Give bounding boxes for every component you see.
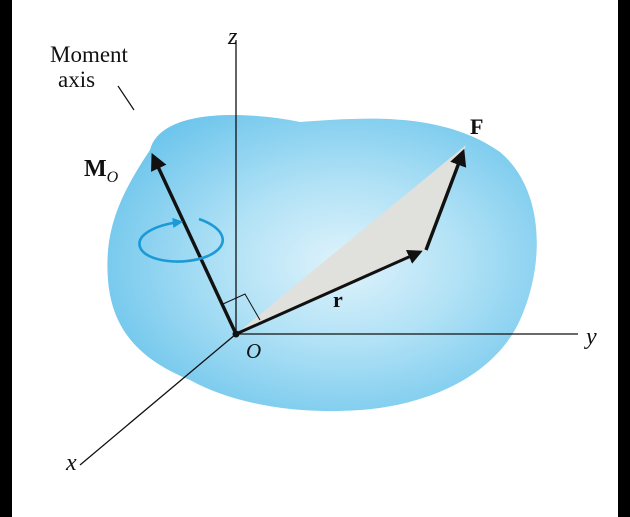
position-vector-r [235,250,423,336]
moment-axis-label-line1: Moment [50,42,129,67]
rotation-arrow-icon [138,217,224,263]
moment-axis-leader [117,85,135,111]
moment-label-subscript: O [107,169,119,186]
z-axis-label: z [227,24,238,50]
origin-label: O [246,339,261,363]
moment-label: MO [84,156,119,186]
moment-vector-mo [151,152,238,335]
moment-label-main: M [84,156,107,182]
moment-axis-label-line2: axis [58,67,95,92]
x-axis-label: x [65,450,77,476]
force-label: F [470,114,483,139]
position-label: r [333,287,343,312]
origin-point [232,330,240,338]
y-axis-label: y [584,324,597,350]
rigid-body-blob [107,115,537,412]
x-axis-line [79,333,237,466]
force-vector-f [424,148,467,251]
right-angle-marker-icon [222,293,261,321]
r-f-plane-triangle [236,145,466,334]
